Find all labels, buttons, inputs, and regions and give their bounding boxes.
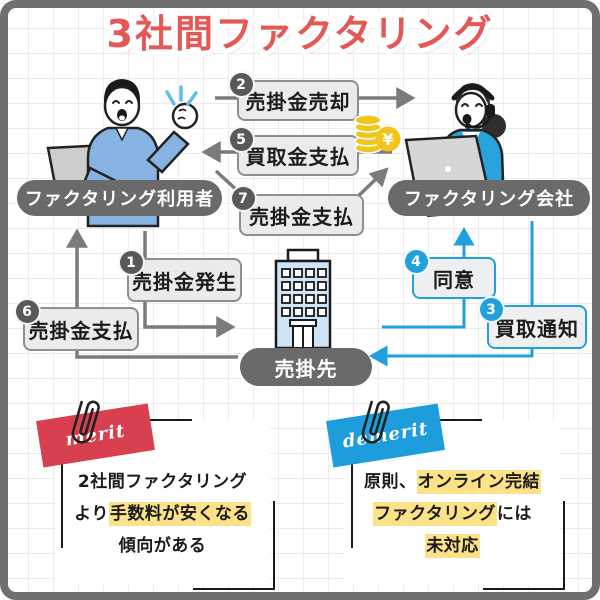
paperclip-icon (71, 400, 100, 444)
headset-earcup-icon (486, 104, 495, 118)
arrowhead-up-icon (453, 226, 475, 246)
demerit-line: 原則、オンライン完結 (364, 470, 541, 494)
arrowhead-left-icon (201, 140, 221, 164)
step-box-pay-receivable-user: 6 売掛金支払 (14, 298, 139, 351)
step-box-purchase-notice: 3 買取通知 (478, 296, 587, 349)
step-number-badge: 4 (403, 248, 430, 275)
step-label: 売掛金売却 (245, 90, 351, 114)
step-box-sell-receivable: 2 売掛金売却 (228, 71, 359, 121)
paperclip-icon (361, 400, 390, 444)
step-number-badge: 2 (228, 71, 255, 98)
step-number-badge: 6 (14, 298, 41, 325)
step-label: 同意 (433, 267, 475, 292)
actor-pill-user: ファクタリング利用者 (17, 180, 222, 216)
arrowhead-upright-icon (368, 167, 389, 188)
merit-line: 傾向がある (118, 536, 207, 556)
blue-flow-arrows (368, 221, 534, 367)
demerit-line: 未対応 (425, 534, 480, 558)
step-number-badge: 5 (228, 126, 255, 153)
actor-pill-customer: 売掛先 (240, 348, 372, 386)
yen-symbol: ¥ (382, 130, 393, 149)
arrowhead-right-icon (396, 86, 416, 110)
demerit-line: ファクタリングには (373, 502, 532, 526)
step-box-consent: 4 同意 (403, 248, 496, 299)
step-label: 売掛金発生 (132, 269, 237, 294)
arrowhead-up-icon (65, 228, 89, 248)
office-building-icon (274, 248, 332, 350)
demerit-note: demerit 原則、オンライン完結 ファクタリングには 未対応 (326, 400, 565, 590)
merit-text: 2社間ファクタリング より手数料が安くなる 傾向がある (55, 466, 270, 562)
demerit-text: 原則、オンライン完結 ファクタリングには 未対応 (345, 466, 560, 562)
step-label: 売掛金支払 (249, 204, 354, 229)
note-border-bottom-right (193, 501, 275, 590)
actor-pill-company: ファクタリング会社 (388, 180, 590, 216)
headset-mic-icon (469, 117, 492, 129)
step-box-pay-receivable-company: 7 売掛金支払 (230, 185, 364, 236)
note-border-bottom-right (483, 501, 565, 590)
merit-line: 2社間ファクタリング (77, 472, 248, 492)
arrow-purchase-notice (386, 221, 534, 358)
page-title-outline: 3社間ファクタリング (102, 7, 497, 61)
step-number-badge: 3 (478, 296, 505, 323)
merit-line: より手数料が安くなる (74, 502, 251, 526)
page-title-text: 3社間ファクタリング (106, 12, 494, 56)
arrowhead-left-icon (368, 345, 388, 367)
step-box-purchase-payment: 5 買取金支払 (228, 126, 359, 176)
merit-note: merit 2社間ファクタリング より手数料が安くなる 傾向がある (36, 400, 275, 590)
arrowhead-right-icon (216, 315, 236, 339)
step-number-badge: 7 (230, 185, 257, 212)
sparkle-lines-icon (165, 85, 198, 106)
step-label: 買取金支払 (245, 145, 351, 169)
headset-band-icon (451, 84, 495, 101)
step-label: 売掛金支払 (28, 318, 134, 343)
step-number-badge: 1 (118, 249, 145, 276)
step-label: 買取通知 (495, 316, 579, 341)
page-title: 3社間ファクタリング 3社間ファクタリング (0, 7, 600, 61)
arrow-customer-pays-user (75, 246, 238, 359)
step-box-receivable-arise: 1 売掛金発生 (118, 249, 242, 302)
yen-coins-icon: ¥ (354, 114, 401, 154)
